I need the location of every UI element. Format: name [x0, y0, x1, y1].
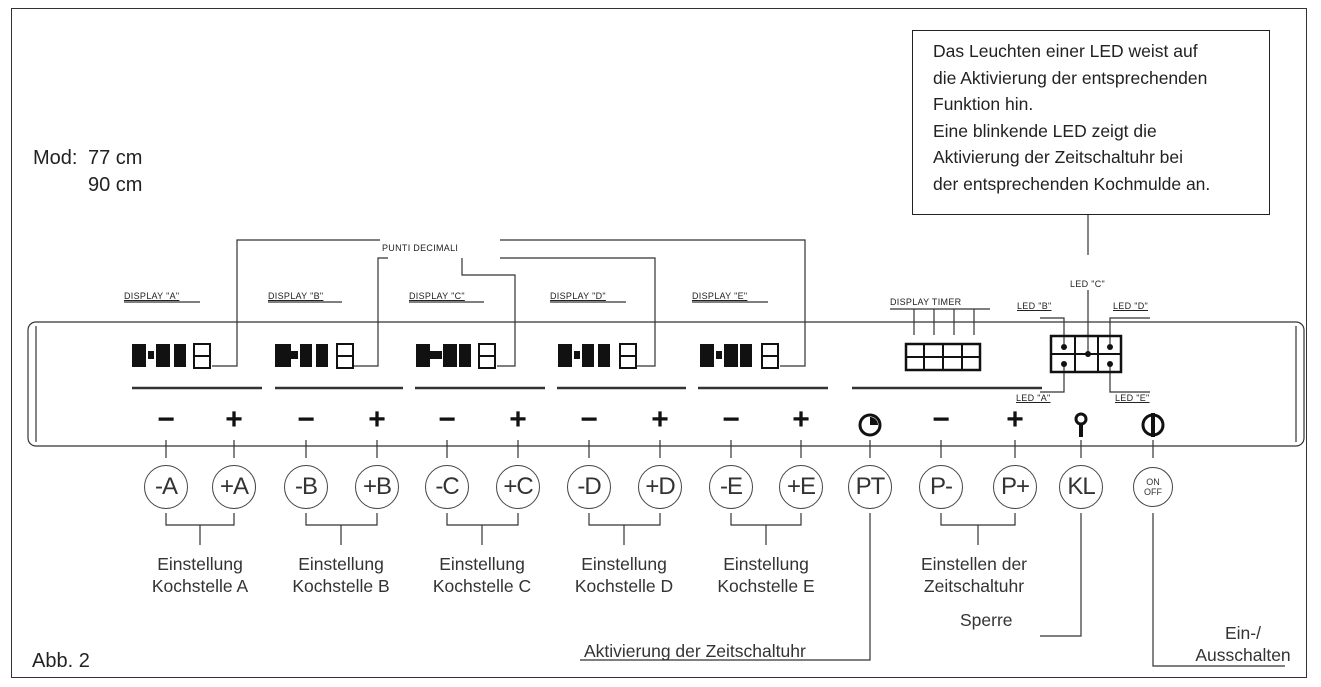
plus-symbol: + [792, 403, 810, 436]
display-c-label: DISPLAY "C" [409, 291, 465, 301]
led-b-label: LED "B" [1017, 301, 1052, 311]
display-e-label: DISPLAY "E" [692, 291, 748, 301]
button-plus-a[interactable]: +A [212, 465, 256, 509]
on-off-label: Ein-/Ausschalten [1195, 623, 1291, 665]
minus-symbol: − [932, 403, 950, 436]
minus-symbol: − [297, 403, 315, 436]
figure-label: Abb. 2 [32, 650, 90, 672]
minus-symbol: − [580, 403, 598, 436]
button-lock-kl[interactable]: KL [1059, 465, 1103, 509]
lock-label: Sperre [960, 610, 1013, 630]
model-label: Mod: [33, 147, 78, 169]
button-plus-b[interactable]: +B [355, 465, 399, 509]
on-label: ON [1146, 477, 1160, 487]
note-line: die Aktivierung der entsprechenden [933, 67, 1208, 88]
minus-symbol: − [157, 403, 175, 436]
button-minus-a[interactable]: -A [144, 465, 188, 509]
model-size-77: 77 cm [88, 147, 143, 169]
note-line: Aktivierung der Zeitschaltuhr bei [933, 147, 1183, 167]
seg-display-a [132, 344, 186, 367]
display-d-label: DISPLAY "D" [550, 291, 606, 301]
timer-activation-label: Aktivierung der Zeitschaltuhr [584, 641, 806, 661]
minus-symbol: − [438, 403, 456, 436]
button-minus-d[interactable]: -D [567, 465, 611, 509]
plus-symbol: + [368, 403, 386, 436]
decimal-points-label: PUNTI DECIMALI [382, 243, 459, 253]
led-e-label: LED "E" [1115, 393, 1150, 403]
led-note-box: Das Leuchten einer LED weist auf die Akt… [912, 30, 1270, 215]
plus-symbol: + [509, 403, 527, 436]
note-line: Eine blinkende LED zeigt die [933, 120, 1157, 141]
minus-symbol: − [722, 403, 740, 436]
plus-symbol: + [225, 403, 243, 436]
seg-display-c [416, 344, 471, 367]
button-on-off[interactable]: ON OFF [1133, 467, 1173, 507]
note-line: Funktion hin. [933, 94, 1034, 114]
display-b-label: DISPLAY "B" [268, 291, 324, 301]
button-timer-pt[interactable]: PT [848, 465, 892, 509]
led-c-label: LED "C" [1070, 279, 1105, 289]
button-plus-d[interactable]: +D [638, 465, 682, 509]
plus-symbol: + [1006, 403, 1024, 436]
display-timer-label: DISPLAY TIMER [890, 297, 962, 307]
button-minus-c[interactable]: -C [425, 465, 469, 509]
note-line: Das Leuchten einer LED weist auf [933, 41, 1198, 61]
button-timer-plus[interactable]: P+ [993, 465, 1037, 509]
seg-display-e [700, 344, 752, 367]
seg-display-b [275, 344, 328, 367]
led-d-label: LED "D" [1113, 301, 1148, 311]
plus-symbol: + [651, 403, 669, 436]
model-size-90: 90 cm [88, 174, 143, 196]
seg-display-d [558, 344, 610, 367]
display-a-label: DISPLAY "A" [124, 291, 180, 301]
button-minus-e[interactable]: -E [709, 465, 753, 509]
led-a-label: LED "A" [1016, 393, 1051, 403]
button-minus-b[interactable]: -B [284, 465, 328, 509]
button-plus-e[interactable]: +E [779, 465, 823, 509]
off-label: OFF [1144, 487, 1162, 497]
button-timer-minus[interactable]: P- [919, 465, 963, 509]
button-plus-c[interactable]: +C [496, 465, 540, 509]
note-line: der entsprechenden Kochmulde an. [933, 173, 1211, 194]
